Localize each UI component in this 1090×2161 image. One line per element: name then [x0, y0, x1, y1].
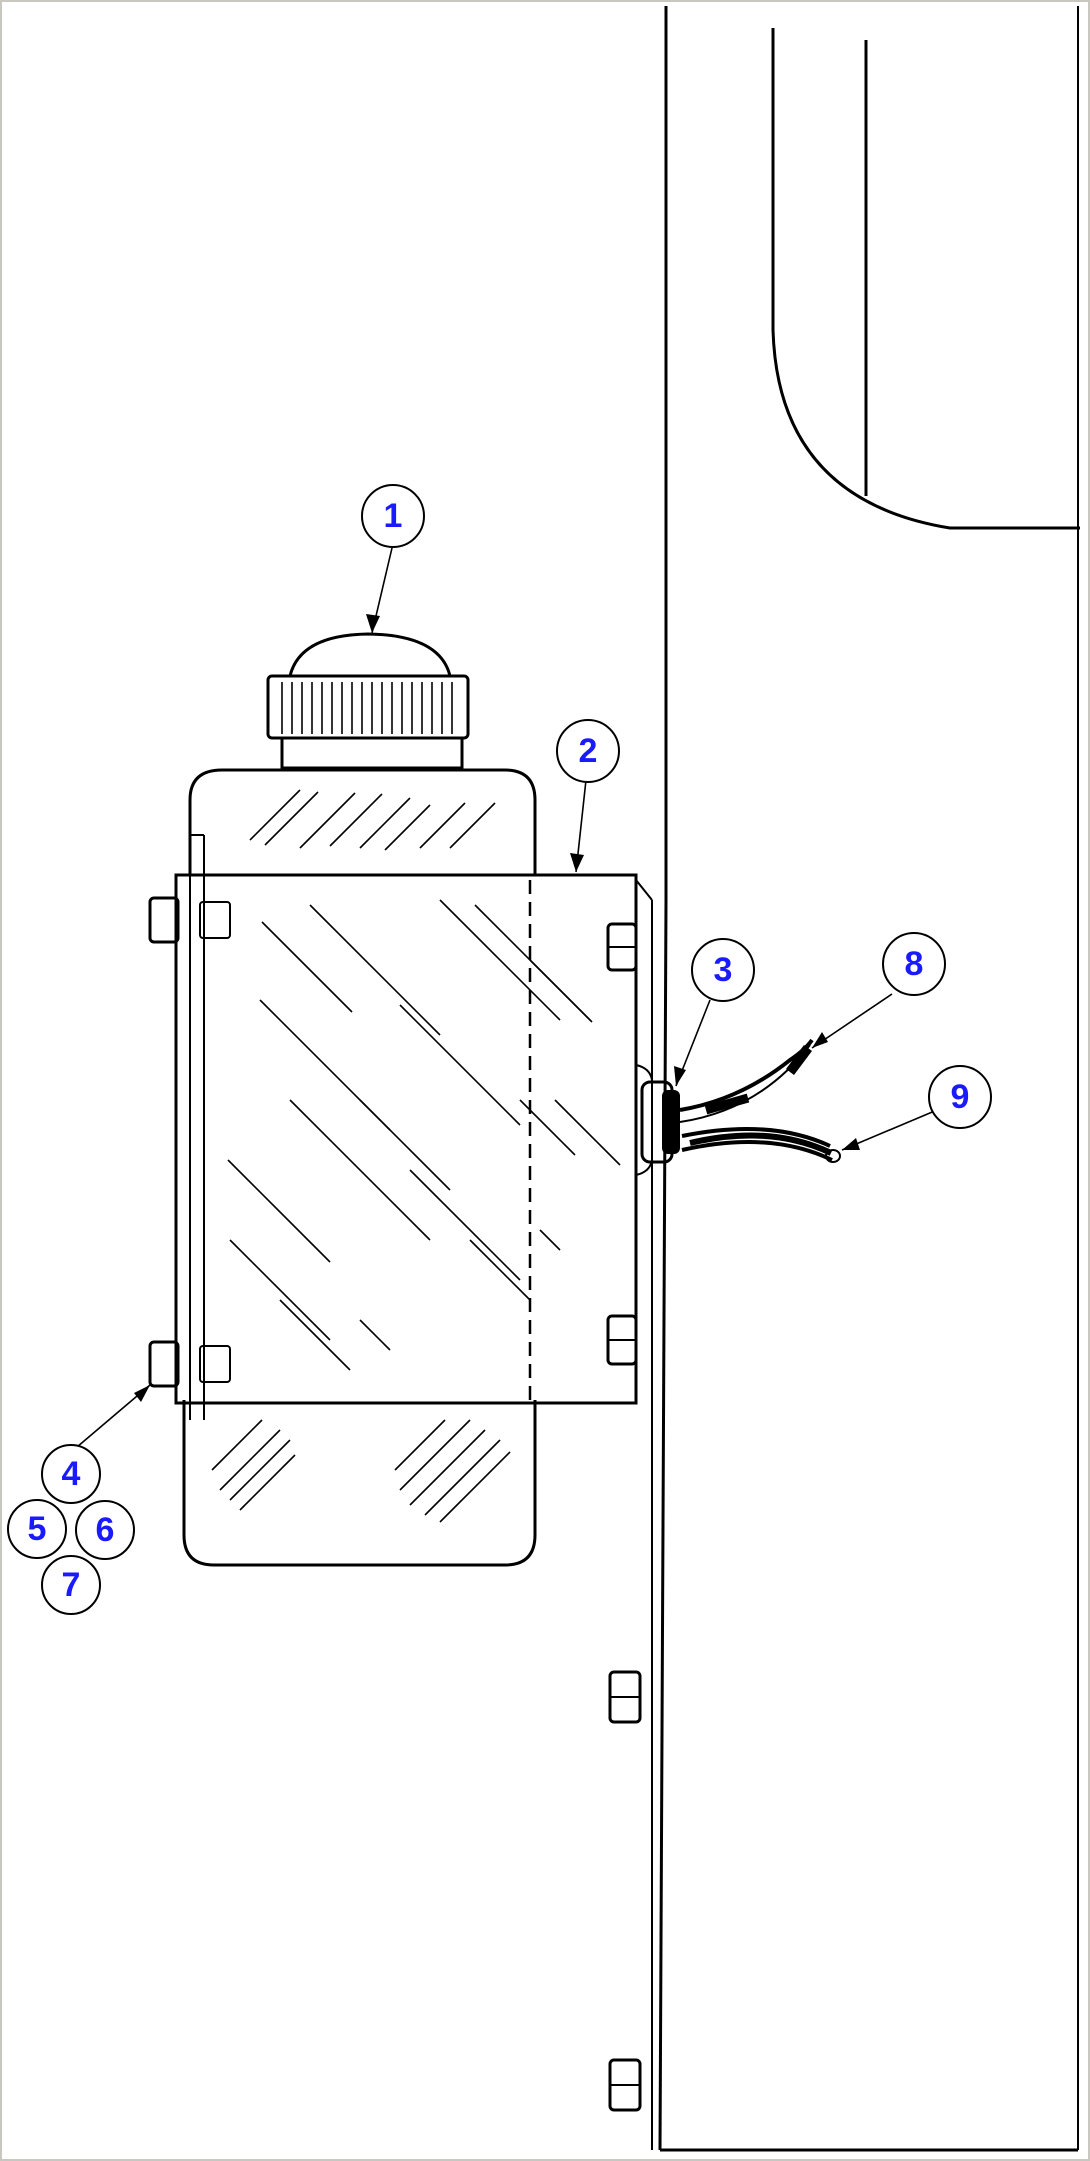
body-panel — [658, 6, 1079, 2152]
svg-text:9: 9 — [951, 1078, 970, 1116]
svg-text:6: 6 — [96, 1511, 115, 1549]
callout-7: 7 — [41, 1555, 101, 1615]
grommet — [640, 1080, 680, 1164]
svg-text:5: 5 — [28, 1510, 47, 1548]
bolt-heads — [148, 896, 642, 2112]
leader-lines — [76, 547, 938, 1448]
mounting-bracket — [174, 834, 638, 1420]
leader-arrows — [134, 614, 860, 1402]
callout-3: 3 — [691, 938, 755, 1002]
reservoir-tank — [182, 632, 537, 1567]
callout-5: 5 — [7, 1499, 67, 1559]
callout-2: 2 — [556, 719, 620, 783]
mounting-plate — [634, 879, 653, 2150]
svg-text:1: 1 — [384, 497, 403, 535]
callout-9: 9 — [928, 1065, 992, 1129]
callout-6: 6 — [75, 1500, 135, 1560]
callout-4: 4 — [41, 1444, 101, 1504]
svg-text:7: 7 — [62, 1566, 81, 1604]
window-outline — [771, 28, 1080, 530]
svg-text:2: 2 — [579, 732, 598, 770]
hoses — [679, 1038, 841, 1163]
callout-1: 1 — [361, 484, 425, 548]
callout-8: 8 — [882, 932, 946, 996]
svg-text:3: 3 — [714, 951, 733, 989]
svg-text:4: 4 — [62, 1455, 81, 1493]
svg-text:8: 8 — [905, 945, 924, 983]
